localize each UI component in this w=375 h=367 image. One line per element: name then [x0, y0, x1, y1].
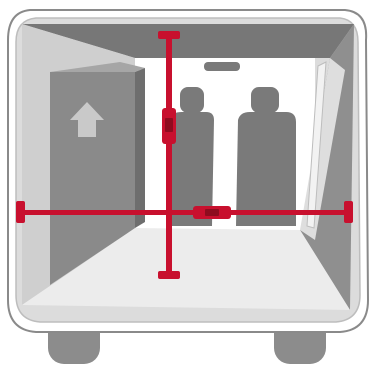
vertical-bar-top-foot	[158, 31, 180, 39]
horizontal-bar-right-tube	[230, 210, 346, 215]
vertical-bar-lower-tube	[166, 142, 172, 272]
box-front	[50, 72, 135, 285]
cargo-floor	[22, 228, 350, 310]
vertical-bar-upper-tube	[166, 38, 172, 110]
left-headrest	[180, 87, 204, 113]
horizontal-bar-right-foot	[344, 201, 353, 223]
up-arrow-icon	[70, 102, 104, 137]
ceiling	[22, 24, 354, 58]
vertical-bar-bottom-foot	[158, 271, 180, 279]
horizontal-cargo-bar	[16, 201, 353, 223]
vertical-cargo-bar	[158, 31, 180, 279]
horizontal-bar-left-foot	[16, 201, 25, 223]
horizontal-bar-left-tube	[24, 210, 196, 215]
front-seats	[168, 87, 296, 226]
horizontal-bar-lock-detail	[205, 209, 219, 216]
right-headrest	[251, 87, 279, 113]
rear-view-mirror	[204, 62, 240, 71]
side-window	[306, 61, 327, 229]
box-top	[50, 62, 145, 72]
vertical-bar-lock-detail	[165, 118, 173, 132]
left-seat	[168, 112, 214, 226]
cargo-box	[50, 62, 145, 285]
box-side	[135, 68, 145, 228]
right-seat	[236, 112, 296, 226]
